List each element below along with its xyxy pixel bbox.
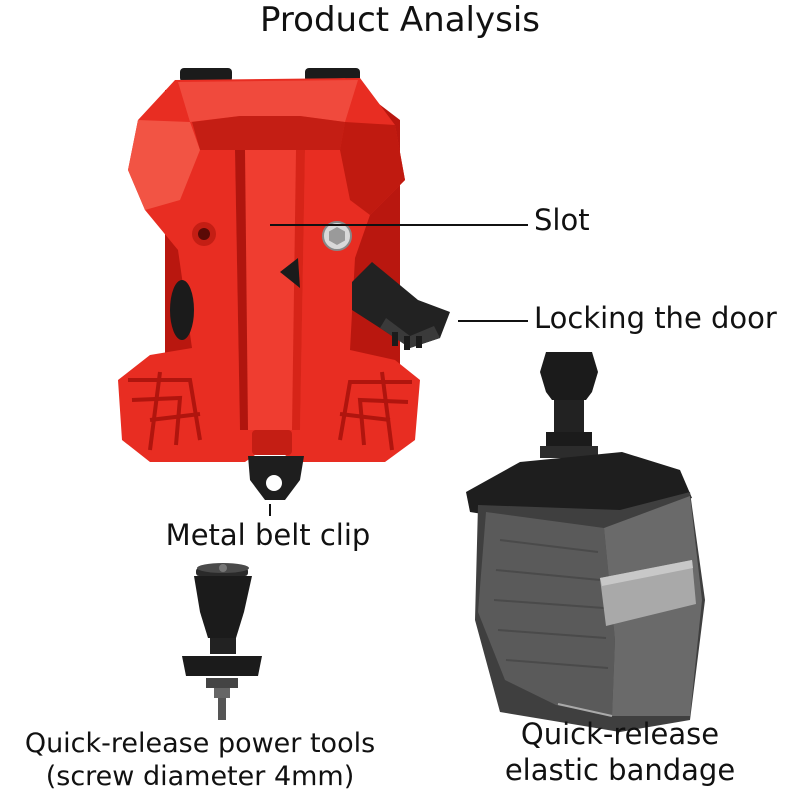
power-tools-caption-line2: (screw diameter 4mm) xyxy=(45,761,355,792)
locking-door-label: Locking the door xyxy=(534,301,777,335)
power-tool-pin xyxy=(182,563,262,720)
elastic-bandage xyxy=(466,352,705,732)
metal-belt-clip-label: Metal belt clip xyxy=(165,518,371,552)
slot-label: Slot xyxy=(534,203,590,237)
page-title: Product Analysis xyxy=(260,0,540,40)
power-tools-caption-line1: Quick-release power tools xyxy=(24,728,376,759)
power-tools-caption: Quick-release power tools (screw diamete… xyxy=(0,727,400,793)
callout-lines xyxy=(269,224,528,516)
holster-body xyxy=(118,68,450,500)
elastic-bandage-caption-line2: elastic bandage xyxy=(504,753,736,787)
elastic-bandage-caption: Quick-release elastic bandage xyxy=(440,716,800,788)
elastic-bandage-caption-line1: Quick-release xyxy=(520,717,720,751)
